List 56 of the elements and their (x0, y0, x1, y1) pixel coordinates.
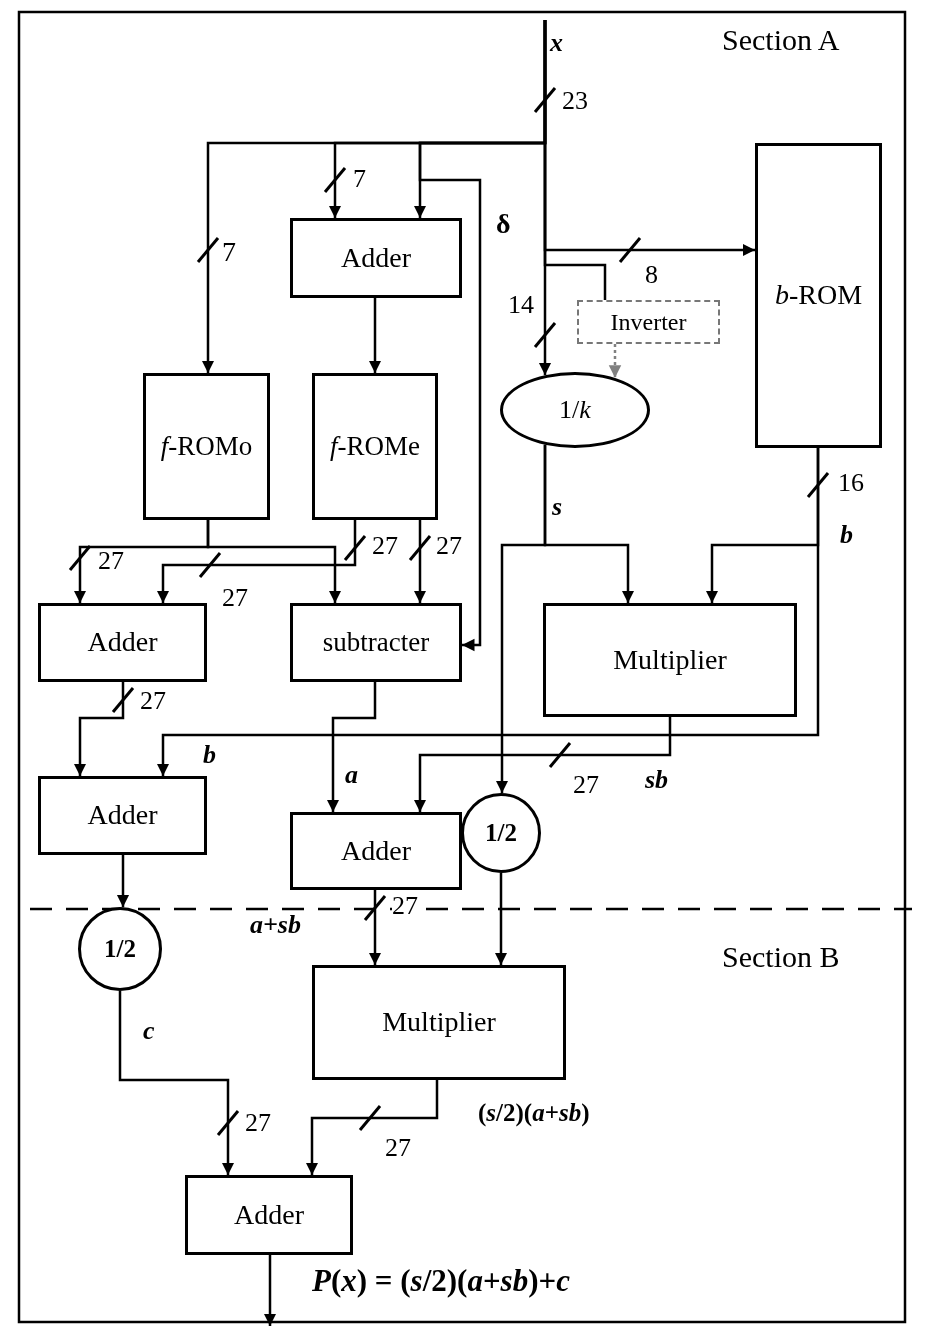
bus-width-label: 27 (222, 585, 248, 611)
connector-arrow (413, 717, 672, 812)
section-label: Section A (722, 25, 840, 55)
oval-block: 1/2 (78, 907, 162, 991)
bus-width-label: 27 (385, 1135, 411, 1161)
bus-width-label: 27 (573, 772, 599, 798)
bus-width-label: 27 (245, 1110, 271, 1136)
block-box: f-ROMe (312, 373, 438, 520)
section-label: Section B (722, 942, 840, 972)
block-box: Adder (290, 218, 462, 298)
bus-width-label: 27 (436, 533, 462, 559)
bus-width-label: 8 (645, 262, 658, 288)
connector-arrow (413, 520, 427, 603)
block-box: b-ROM (755, 143, 882, 448)
connector-arrow (156, 520, 357, 603)
edge-label: sb (645, 767, 669, 793)
block-box: Adder (290, 812, 462, 890)
connector-arrow (305, 1080, 439, 1175)
block-box: Adder (185, 1175, 353, 1255)
block-box: subtracter (290, 603, 462, 682)
block-box: Multiplier (312, 965, 566, 1080)
connector-arrow (156, 448, 820, 776)
bus-width-label: 7 (222, 238, 236, 266)
bus-width-label: 14 (508, 292, 534, 318)
connector-arrow (326, 682, 377, 812)
edge-label: a (345, 762, 358, 788)
bus-width-label: 27 (98, 548, 124, 574)
oval-block: 1/2 (461, 793, 541, 873)
block-box: f-ROMo (143, 373, 270, 520)
connector-arrow (118, 991, 235, 1175)
connector-arrow (608, 344, 622, 378)
connector-arrow (368, 890, 382, 965)
bus-width-label: 27 (372, 533, 398, 559)
block-box: Multiplier (543, 603, 797, 717)
connector-arrow (73, 682, 125, 776)
bus-width-label: 23 (562, 88, 588, 114)
bus-width-label: 7 (353, 166, 366, 192)
connector-arrow (263, 1255, 277, 1326)
edge-label: (s/2)(a+sb) (478, 1100, 590, 1125)
edge-label: s (552, 494, 563, 520)
block-box: Adder (38, 603, 207, 682)
signal-label: x (550, 30, 563, 56)
edge-label: b (840, 522, 853, 548)
edge-label: b (203, 742, 216, 768)
edge-label: δ (496, 210, 511, 238)
connector-arrow (368, 298, 382, 373)
edge-label: c (143, 1018, 155, 1044)
connector-arrow (116, 855, 130, 908)
block-box: Adder (38, 776, 207, 855)
dashed-block-box: Inverter (577, 300, 720, 344)
bus-width-label: 27 (140, 688, 166, 714)
oval-block: 1/k (500, 372, 650, 448)
bus-width-label: 16 (838, 470, 864, 496)
connector-arrow (494, 873, 508, 965)
edge-label: P(x) = (s/2)(a+sb)+c (312, 1265, 570, 1296)
connector-arrow (206, 520, 342, 603)
